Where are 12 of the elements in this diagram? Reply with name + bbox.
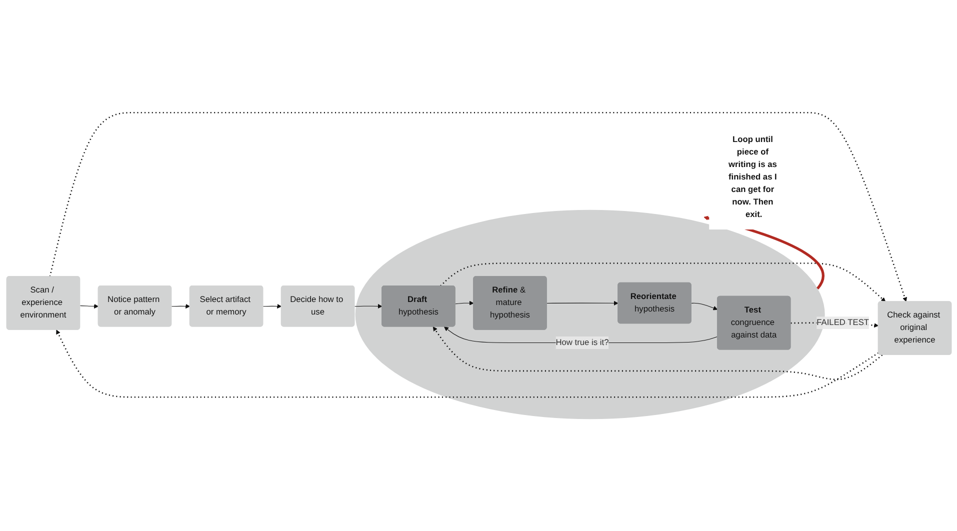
arrow [262,304,282,308]
edge-label: How true is it? [555,338,608,347]
arrow [546,300,618,306]
arrow [454,300,474,306]
arrow [354,304,382,308]
arrow [690,302,718,310]
arrow [79,304,98,308]
arrow [440,262,886,302]
arrow [48,112,906,302]
edge-label: FAILED TEST [816,318,869,327]
arrow [170,304,190,308]
arrow [56,329,878,398]
